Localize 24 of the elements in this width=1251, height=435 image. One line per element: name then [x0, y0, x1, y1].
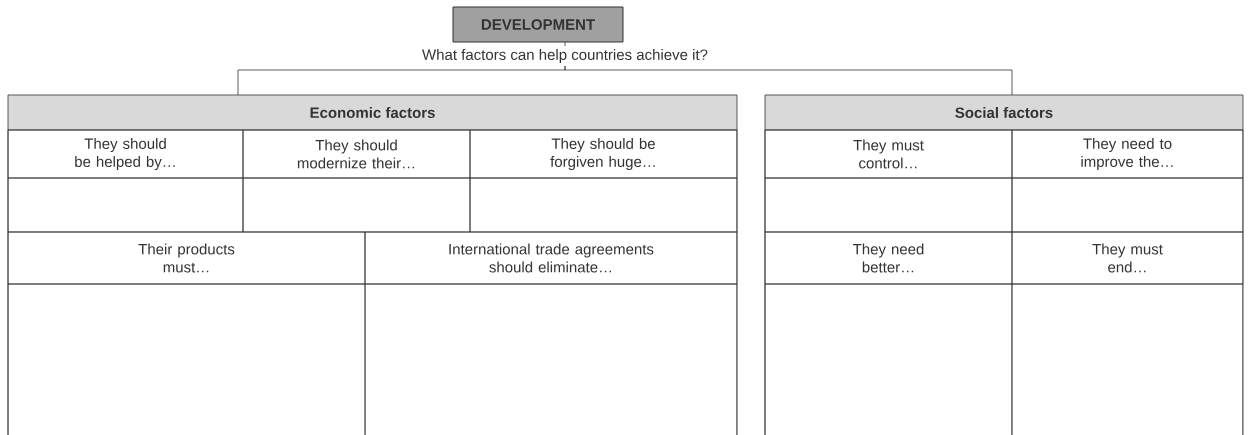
answer-box — [364, 283, 738, 435]
title-box: DEVELOPMENT — [452, 6, 624, 43]
answer-box — [764, 177, 1013, 233]
prompt-cell: Their products must… — [7, 231, 366, 285]
prompt-cell: They must end… — [1011, 231, 1244, 285]
prompt-cell: They need better… — [764, 231, 1013, 285]
answer-box — [469, 177, 738, 233]
prompt-cell: They should modernize their… — [242, 129, 471, 179]
answer-box — [1011, 283, 1244, 435]
answer-box — [7, 283, 366, 435]
answer-box — [1011, 177, 1244, 233]
prompt-cell: They should be forgiven huge… — [469, 129, 738, 179]
prompt-cell: They need to improve the… — [1011, 129, 1244, 179]
answer-box — [7, 177, 244, 233]
table-header: Economic factors — [7, 94, 738, 131]
connector-line — [564, 65, 1013, 96]
table-header: Social factors — [764, 94, 1244, 131]
prompt-cell: They must control… — [764, 129, 1013, 179]
connector-line — [564, 41, 566, 47]
answer-box — [764, 283, 1013, 435]
question-text: What factors can help countries achieve it? — [422, 49, 708, 63]
prompt-cell: They should be helped by… — [7, 129, 244, 179]
answer-box — [242, 177, 471, 233]
prompt-cell: International trade agreements should eliminate… — [364, 231, 738, 285]
